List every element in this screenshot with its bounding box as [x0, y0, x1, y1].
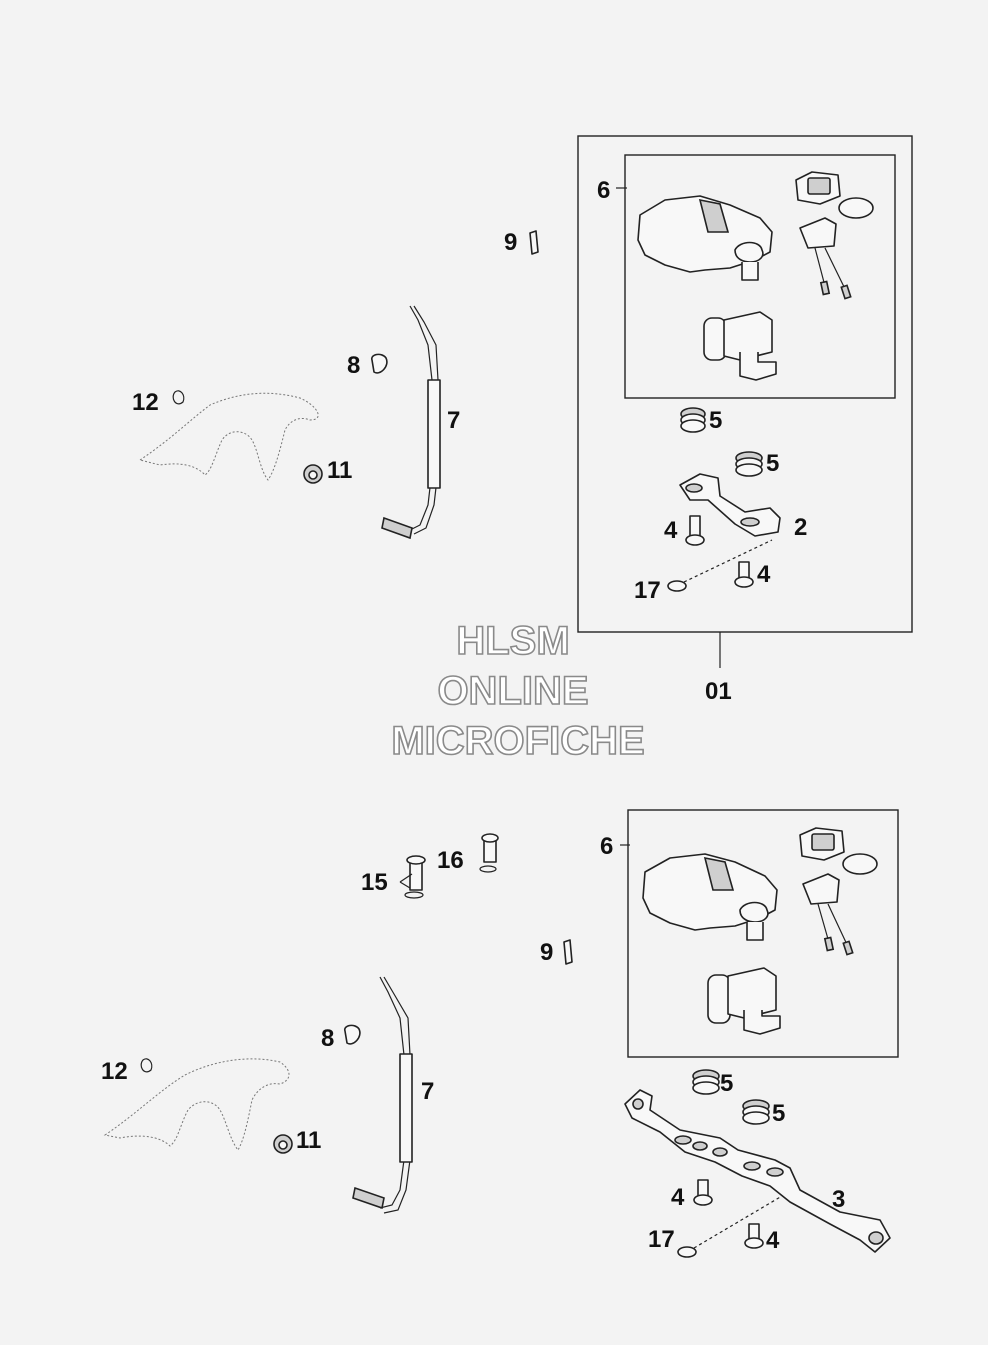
bottom-label-15: 15: [361, 869, 388, 896]
top-label-6: 6: [597, 177, 610, 204]
top-label-12: 12: [132, 389, 159, 416]
top-screw-4b: [734, 561, 754, 588]
top-grommet-2: [735, 451, 763, 477]
top-kit-outer-frame: [577, 135, 913, 633]
bottom-clip-8: [344, 1024, 361, 1045]
top-bracket: [679, 473, 781, 537]
top-cable-7: [381, 305, 441, 540]
top-nut-11: [303, 464, 323, 484]
top-label-5b: 5: [766, 450, 779, 477]
watermark-line-3: MICROFICHE: [391, 719, 644, 763]
top-screw-4a: [685, 515, 705, 546]
bottom-label-11: 11: [296, 1127, 321, 1154]
bottom-label-17: 17: [648, 1226, 675, 1253]
bottom-grommet-1: [692, 1069, 720, 1095]
bottom-bolt-15: [399, 855, 426, 899]
top-screw-17: [667, 539, 773, 592]
bottom-bracket-3: [624, 1089, 891, 1253]
top-switch-inner-frame: [624, 154, 896, 399]
bottom-label-16: 16: [437, 847, 464, 874]
bottom-display-unit: [799, 827, 878, 875]
top-label-2: 2: [794, 514, 807, 541]
bottom-screw-17: [677, 1195, 783, 1258]
top-label-9: 9: [504, 229, 517, 256]
bottom-cable-7: [352, 976, 413, 1214]
bottom-solenoid: [707, 967, 781, 1035]
top-switch-housing: [637, 195, 773, 281]
watermark-line-1: HLSM: [456, 619, 569, 663]
bottom-grommet-2: [742, 1099, 770, 1125]
watermark-line-2: ONLINE: [437, 669, 588, 713]
top-label-17: 17: [634, 577, 661, 604]
bottom-connector: [802, 873, 854, 956]
top-label-5a: 5: [709, 407, 722, 434]
top-pin-9: [529, 230, 539, 255]
top-ring-12: [172, 390, 185, 405]
bottom-label-5b: 5: [772, 1100, 785, 1127]
bottom-assembly: 6 16 15 9 8 12 7 11 5 5 4 3 17 4: [101, 809, 899, 1258]
bottom-label-4a: 4: [671, 1184, 685, 1211]
bottom-label-7: 7: [421, 1078, 434, 1105]
bottom-ghost-fairing: [103, 1058, 290, 1151]
top-connector: [799, 217, 852, 300]
bottom-bolt-16: [479, 833, 499, 873]
top-label-11: 11: [327, 457, 352, 484]
bottom-label-4b: 4: [766, 1227, 780, 1254]
top-label-01: 01: [705, 678, 732, 705]
bottom-ring-12: [140, 1058, 153, 1073]
bottom-screw-4a: [693, 1179, 713, 1206]
top-label-7: 7: [447, 407, 460, 434]
bottom-nut-11: [273, 1134, 293, 1154]
bottom-pin-9: [563, 939, 573, 965]
bottom-switch-housing: [642, 853, 778, 941]
top-ghost-fairing: [138, 392, 319, 481]
bottom-label-8: 8: [321, 1025, 334, 1052]
top-assembly: 6 9 8 12 7 11 5 5 4 2 17 4 01: [132, 135, 913, 705]
bottom-label-6: 6: [600, 833, 613, 860]
bottom-screw-4b: [744, 1223, 764, 1249]
bottom-switch-inner-frame: [627, 809, 899, 1058]
bottom-label-5a: 5: [720, 1070, 733, 1097]
bottom-label-12: 12: [101, 1058, 128, 1085]
top-label-8: 8: [347, 352, 360, 379]
top-solenoid: [703, 311, 777, 381]
watermark: HLSM ONLINE MICROFICHE: [391, 618, 646, 764]
bottom-label-3: 3: [832, 1186, 845, 1213]
top-label-4b: 4: [757, 561, 771, 588]
top-grommet-1: [680, 407, 706, 433]
top-display-unit: [795, 171, 874, 219]
bottom-label-9: 9: [540, 939, 553, 966]
top-clip-8: [371, 353, 388, 374]
top-label-4a: 4: [664, 517, 678, 544]
